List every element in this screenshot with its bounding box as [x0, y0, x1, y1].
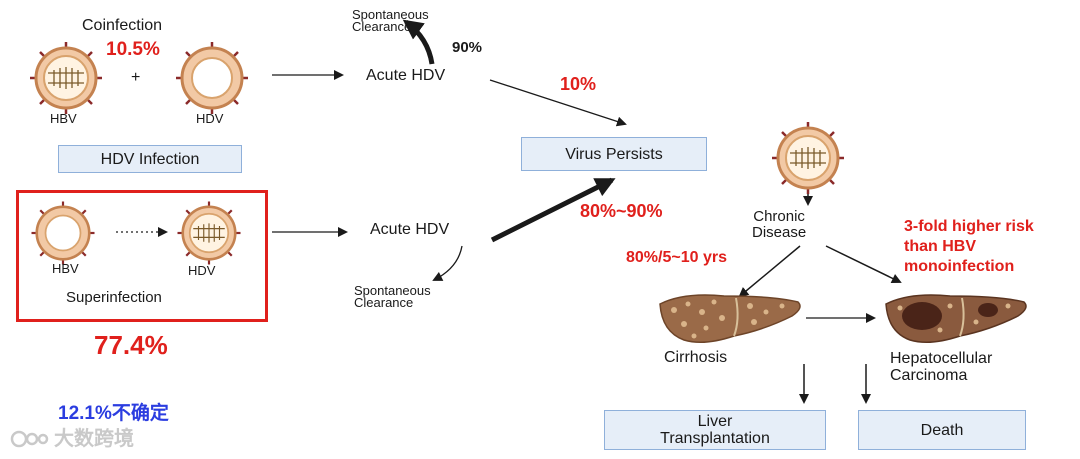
hbv-virus-icon	[31, 201, 95, 265]
hcc-line1: Hepatocellular	[890, 350, 993, 367]
hdv-virus-icon	[176, 42, 248, 114]
bottom-clearance-line1: Spontaneous	[354, 283, 431, 298]
hbv-virus-icon	[30, 42, 102, 114]
superinfection-highlight-box	[16, 190, 268, 322]
arrow-acute-to-persists-top	[489, 79, 627, 127]
watermark-text: 大数跨境	[54, 428, 134, 450]
virus-persists-box: Virus Persists	[521, 137, 707, 171]
risk-note: 3-fold higher risk than HBV monoinfectio…	[904, 217, 1034, 277]
hdv-infection-box: HDV Infection	[58, 145, 242, 173]
arrow-chronic-to-hcc	[825, 245, 902, 283]
superinfection-percent: 77.4%	[94, 330, 168, 360]
chronic-disease-label: Chronic Disease	[752, 209, 806, 241]
coinfection-hdv-label: HDV	[196, 111, 224, 126]
top-clearance-percent: 90%	[452, 39, 483, 56]
superinfection-title: Superinfection	[66, 289, 162, 306]
arrow-chronic-to-cirrhosis	[738, 245, 801, 298]
liver-transplantation-box: Liver Transplantation	[604, 410, 826, 450]
liver-cirrhosis-icon	[659, 294, 801, 343]
bottom-acute-hdv: Acute HDV	[370, 221, 450, 238]
superinfection-hdv-label: HDV	[188, 263, 216, 278]
risk-line1: 3-fold higher risk	[904, 218, 1034, 235]
hdv-virus-icon	[177, 201, 241, 265]
hdv-virus-icon	[772, 122, 844, 194]
top-clearance-label: Spontaneous Clearance	[352, 7, 429, 34]
hcc-line2: Carcinoma	[890, 367, 968, 384]
superinfection-hbv-label: HBV	[52, 261, 79, 276]
watermark-logo-icon	[10, 430, 49, 448]
bottom-persist-percent: 80%~90%	[580, 201, 663, 221]
bottom-clearance-label: Spontaneous Clearance	[354, 283, 431, 310]
liver-carcinoma-icon	[885, 294, 1027, 343]
coinfection-percent: 10.5%	[106, 39, 160, 60]
arrow-acute-to-clearance-bottom	[432, 245, 463, 281]
arrow-acute-to-persists-bottom	[490, 177, 616, 243]
top-persist-percent: 10%	[560, 74, 597, 94]
arrow-acute-to-clearance-top	[402, 19, 435, 65]
uncertain-note: 12.1%不确定	[58, 403, 169, 424]
death-box: Death	[858, 410, 1026, 450]
transplant-line1: Liver	[697, 413, 733, 430]
bottom-clearance-line2: Clearance	[354, 295, 414, 310]
cirrhosis-rate: 80%/5~10 yrs	[626, 249, 727, 266]
top-acute-hdv: Acute HDV	[366, 67, 446, 84]
risk-line2: than HBV	[904, 238, 976, 255]
hcc-label: Hepatocellular Carcinoma	[890, 350, 992, 384]
coinfection-title: Coinfection	[82, 17, 163, 34]
cirrhosis-label: Cirrhosis	[664, 349, 728, 366]
chronic-line1: Chronic	[753, 208, 805, 225]
risk-line3: monoinfection	[904, 258, 1015, 275]
transplant-line2: Transplantation	[660, 430, 770, 447]
coinfection-hbv-label: HBV	[50, 111, 77, 126]
chronic-line2: Disease	[752, 224, 807, 241]
top-clearance-line2: Clearance	[352, 19, 412, 34]
coinfection-plus: +	[131, 69, 141, 86]
top-clearance-line1: Spontaneous	[352, 7, 429, 22]
